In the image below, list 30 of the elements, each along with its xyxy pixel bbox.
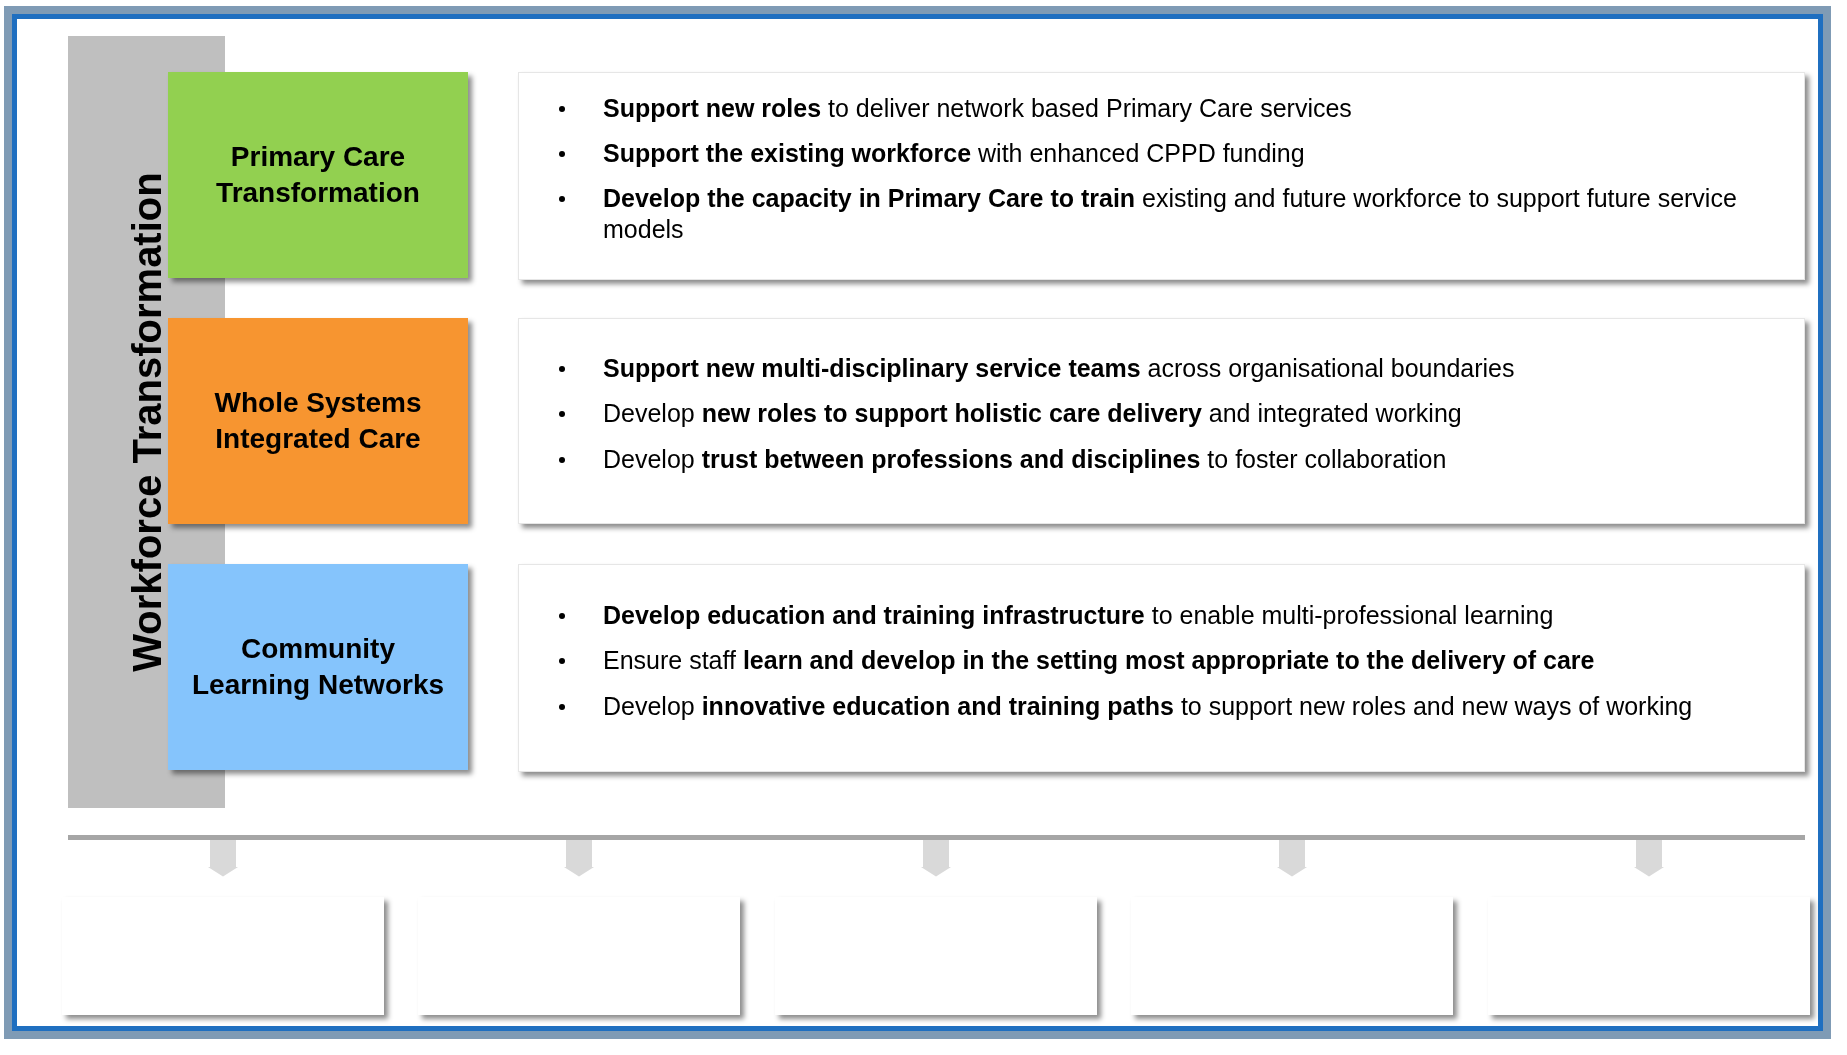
arrow <box>208 840 238 877</box>
outcome-box <box>1131 897 1453 1015</box>
theme-box <box>168 318 468 524</box>
outcome-box <box>1488 897 1810 1015</box>
bullet-point: Develop new roles to support holistic care delivery and integrated working <box>555 398 1515 430</box>
outcome-box <box>62 897 384 1015</box>
band-title: Workforce Transformation <box>124 172 169 672</box>
theme-box <box>168 72 468 278</box>
arrow <box>921 840 951 877</box>
bullet-panel <box>518 72 1805 280</box>
theme-title: Community Learning Networks <box>190 631 446 702</box>
bullet-point: Support the existing workforce with enhanced CPPD funding <box>555 137 1780 169</box>
theme-box <box>168 564 468 770</box>
bullet-point: Support new roles to deliver network based Primary Care services <box>555 92 1780 124</box>
bullet-point: Develop trust between professions and disciplines to foster collaboration <box>555 443 1515 475</box>
theme-title: Primary Care Transformation <box>215 139 421 210</box>
theme-title: Whole Systems Integrated Care <box>213 385 423 456</box>
bullet-point: Develop innovative education and training paths to support new roles and new ways of working <box>555 690 1693 722</box>
arrow <box>1634 840 1664 877</box>
arrow <box>1277 840 1307 877</box>
arrow <box>564 840 594 877</box>
outcome-box <box>418 897 740 1015</box>
bullet-panel <box>518 318 1805 524</box>
bullet-point: Ensure staff learn and develop in the setting most appropriate to the delivery of care <box>555 645 1693 677</box>
bullet-point: Develop education and training infrastructure to enable multi-professional learning <box>555 600 1693 632</box>
divider-bar <box>68 835 1805 840</box>
bullet-point: Develop the capacity in Primary Care to train existing and future workforce to support future service models <box>555 183 1780 246</box>
bullet-point: Support new multi-disciplinary service teams across organisational boundaries <box>555 353 1515 385</box>
bullet-panel <box>518 564 1805 772</box>
outcome-box <box>775 897 1097 1015</box>
